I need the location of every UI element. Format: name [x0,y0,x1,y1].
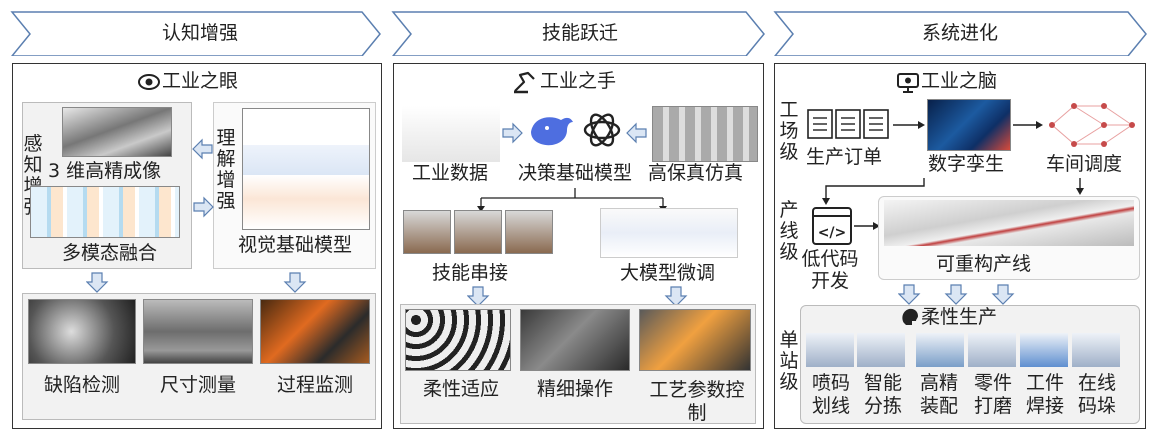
arrow-right-icon [193,196,214,218]
eye-icon [138,74,160,90]
header-chevron-skill [391,11,765,56]
arrow-down-icon [944,284,968,305]
hand-title: 工业之手 [540,70,617,92]
image-reconfig-line [884,200,1134,246]
brain-head-icon [902,308,918,325]
header-system: 系统进化 [921,22,998,44]
code-icon: </> [812,207,852,245]
arrow-down-icon [664,286,688,307]
eye-fusion-label: 多模态融合 [62,242,158,264]
brain-lowcode-label: 低代码开发 [801,248,859,292]
image-defect [28,299,136,364]
brain-reconfig-label: 可重构产线 [936,253,1032,275]
arrow-order-to-twin [893,121,925,129]
eye-monitor-label: 过程监测 [277,374,354,396]
arrow-down-icon [898,284,921,305]
image-finetune [600,208,738,258]
station-label-1: 喷码划线 [811,372,850,417]
station-label-4: 零件打磨 [973,372,1012,417]
image-robot-arms [402,106,500,162]
eye-vision-model-label: 视觉基础模型 [238,234,353,256]
image-monitor [260,299,370,364]
eye-measure-label: 尺寸测量 [160,374,237,396]
svg-text:</>: </> [818,225,847,241]
eye-mid-arrows [192,138,214,218]
arrow-left-icon [192,138,213,160]
image-multimodal [30,186,180,238]
brain-workshop-label: 车间调度 [1046,153,1123,175]
image-flexible [405,309,511,371]
brain-station-level: 单站级 [779,329,799,393]
eye-title: 工业之眼 [162,70,239,92]
arrow-twin-to-workshop [1013,121,1043,129]
image-station-6 [1072,333,1120,367]
hand-simulation-label: 高保真仿真 [648,162,744,184]
hand-flexible-label: 柔性适应 [423,378,500,400]
header-skill: 技能跃迁 [541,22,618,44]
eye-side-right: 理解增强 [216,127,236,212]
brain-flex-prod-label: 柔性生产 [921,306,998,328]
hand-fine-op-label: 精细操作 [537,378,614,400]
image-measure [143,299,253,364]
whale-logo-icon [531,117,573,146]
image-skill-2 [454,210,502,254]
brain-twin-label: 数字孪生 [928,153,1005,175]
brain-line-connectors [822,178,1084,205]
hand-process-label: 工艺参数控制 [649,379,745,424]
image-skill-1 [403,210,451,254]
arrow-left-icon [626,122,647,144]
brain-down-arrows [898,284,1015,305]
header-chevrons [10,11,1147,56]
arrow-down-icon [991,284,1015,305]
hand-finetune-label: 大模型微调 [620,262,716,284]
image-simulation [652,106,758,162]
eye-imaging-label: 3 维高精成像 [48,160,162,182]
image-station-1 [806,333,854,367]
image-3d-surface [62,107,172,157]
hand-down-arrows [467,286,688,307]
arrow-right-icon [502,122,523,144]
image-station-5 [1020,333,1068,367]
image-skill-3 [505,210,553,254]
brain-title: 工业之脑 [921,70,998,92]
image-station-4 [968,333,1016,367]
openai-logo-icon [583,113,621,147]
image-station-2 [857,333,905,367]
eye-defect-label: 缺陷检测 [44,374,121,396]
hand-arrow-right [502,122,523,144]
hand-decision-label: 决策基础模型 [518,162,633,184]
station-label-5: 工件焊接 [1025,372,1064,417]
arrow-down-icon [467,286,490,307]
image-vision-model [242,108,370,230]
header-cognitive: 认知增强 [161,22,238,44]
station-label-3: 高精装配 [919,372,958,417]
image-digital-twin [927,99,1011,151]
workshop-network-icon [1049,103,1135,147]
brain-factory-level: 工场级 [779,99,799,163]
station-label-6: 在线码垛 [1077,372,1116,417]
brain-monitor-icon [897,73,919,93]
arrow-code-to-line [854,222,880,230]
header-chevron-cognitive [10,11,381,56]
image-station-3 [916,333,964,367]
arrow-down-icon [283,272,307,293]
robot-arm-icon [514,71,535,94]
eye-down-arrows [86,272,307,293]
image-process [639,309,751,371]
header-chevron-system [773,11,1147,56]
arrow-down-icon [86,272,109,293]
brain-order-label: 生产订单 [806,146,883,168]
order-documents-icon [807,109,889,139]
hand-data-label: 工业数据 [412,162,489,184]
brain-line-level: 产线级 [779,199,799,263]
hand-skill-chain-label: 技能串接 [432,262,509,284]
station-label-2: 智能分拣 [863,372,902,417]
hand-arrow-left [626,122,647,144]
image-fine-op [520,309,630,371]
